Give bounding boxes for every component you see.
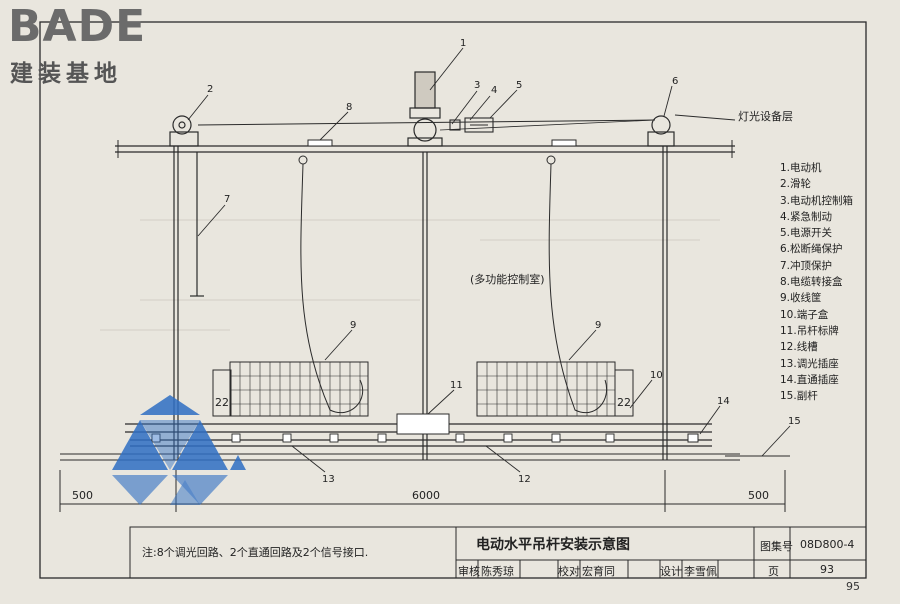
legend-item: 15.副杆 <box>780 390 818 403</box>
hanging-cables <box>298 155 607 414</box>
designer-name: 李雪佩 <box>684 565 717 578</box>
legend-item: 14.直通插座 <box>780 373 839 386</box>
callout-3: 3 <box>474 80 480 91</box>
legend-item: 6.松断绳保护 <box>780 243 843 256</box>
cable-basket-right <box>476 361 616 417</box>
legend-item: 9.收线筐 <box>780 292 822 305</box>
legend-item: 8.电缆转接盒 <box>780 276 843 289</box>
direct-socket <box>687 433 699 443</box>
dim-right: 500 <box>748 489 769 502</box>
dimension-lines <box>59 470 786 512</box>
slack-rope-protector <box>647 115 675 460</box>
control-boxes <box>449 117 494 133</box>
drawing-note: 注:8个调光回路、2个直通回路及2个信号接口. <box>142 546 369 559</box>
callout-10: 10 <box>650 370 663 381</box>
legend-item: 12.线槽 <box>780 341 818 354</box>
design-label: 设计 <box>660 565 682 578</box>
motor <box>407 71 443 460</box>
terminal-box-left <box>212 369 232 417</box>
leader-lines <box>187 47 791 473</box>
watermark-triangles <box>112 395 246 505</box>
page-number: 93 <box>820 563 834 576</box>
legend-item: 3.电动机控制箱 <box>780 194 854 207</box>
legend-item: 5.电源开关 <box>780 227 833 240</box>
lighting-floor <box>115 140 735 158</box>
steel-rope <box>197 119 656 126</box>
terminal-label-right: 22 <box>617 396 631 409</box>
steel-rope-2 <box>439 119 656 131</box>
lighting-layer-label: 灯光设备层 <box>738 109 793 123</box>
atlas-number: 08D800-4 <box>800 538 855 551</box>
legend-list: 1.电动机 2.滑轮 3.电动机控制箱 4.紧急制动 5.电源开关 6.松断绳保… <box>780 160 853 404</box>
dim-center: 6000 <box>412 489 440 502</box>
legend-item: 2.滑轮 <box>780 178 812 191</box>
callout-11: 11 <box>450 380 463 391</box>
callout-8: 8 <box>346 102 352 113</box>
dimmer-sockets <box>151 433 615 443</box>
logo-main-text: BADE <box>8 1 147 52</box>
legend-item: 1.电动机 <box>780 162 822 174</box>
sub-batten <box>60 453 790 461</box>
callout-2: 2 <box>207 84 213 95</box>
legend-item: 13.调光插座 <box>780 357 839 370</box>
callout-12: 12 <box>518 474 531 485</box>
background-faint-lines <box>100 219 720 331</box>
legend-item: 10.端子盒 <box>780 308 829 321</box>
callout-5: 5 <box>516 80 522 91</box>
bade-logo: BADE 建装基地 <box>8 1 188 88</box>
drawing-title: 电动水平吊杆安装示意图 <box>476 537 630 553</box>
cable-basket-left <box>229 361 369 417</box>
legend-item: 11.吊杆标牌 <box>780 324 839 337</box>
title-block-grid <box>129 526 867 579</box>
book-page-number: 95 <box>846 580 860 593</box>
dim-left: 500 <box>72 489 93 502</box>
callout-7: 7 <box>224 194 230 205</box>
legend-item: 4.紧急制动 <box>780 210 833 223</box>
checker-name: 宏育同 <box>582 565 615 578</box>
cable-junction-box-right <box>551 139 577 147</box>
reviewer-name: 陈秀琼 <box>481 565 514 578</box>
callout-6: 6 <box>672 76 678 87</box>
atlas-label: 图集号 <box>760 540 793 553</box>
callout-9-right: 9 <box>595 320 601 331</box>
terminal-label-left: 22 <box>215 396 229 409</box>
review-label: 审核 <box>458 565 480 578</box>
callout-9-left: 9 <box>350 320 356 331</box>
room-label: (多功能控制室) <box>470 272 545 286</box>
terminal-box-right <box>614 369 634 417</box>
check-label: 校对 <box>558 565 580 578</box>
legend-item: 7.冲顶保护 <box>780 259 833 272</box>
page-label: 页 <box>768 565 779 578</box>
callout-13: 13 <box>322 474 335 485</box>
callout-14: 14 <box>717 396 730 407</box>
callout-15: 15 <box>788 416 801 427</box>
batten-sign <box>396 413 450 435</box>
callout-4: 4 <box>491 85 497 96</box>
overtravel-protector <box>190 152 204 297</box>
callout-1: 1 <box>460 38 466 49</box>
logo-sub-text: 建装基地 <box>10 61 122 87</box>
cable-junction-box-left <box>307 139 333 147</box>
